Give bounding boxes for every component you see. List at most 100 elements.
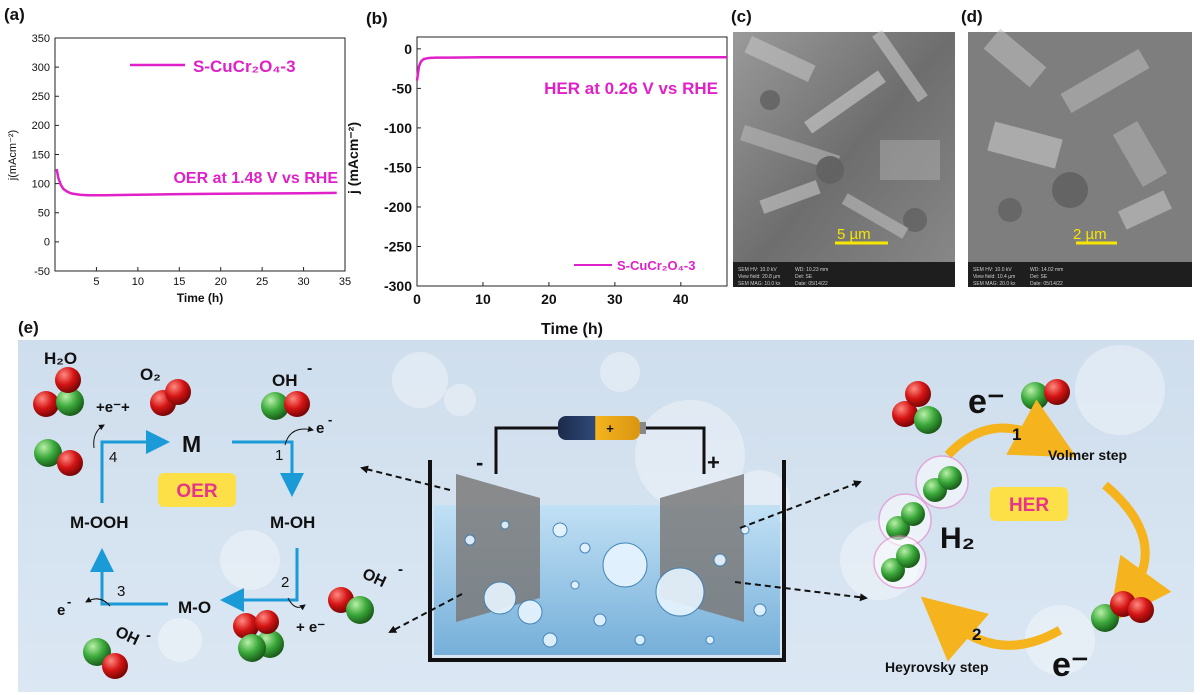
her-arrow-right [1102, 481, 1172, 625]
y-tick-label: -50 [392, 80, 412, 96]
x-tick-label: 20 [541, 291, 557, 307]
her-arrow-volmer [944, 399, 1077, 459]
ylabel-b: j (mAcm⁻²) [345, 122, 361, 195]
her-badge-label: HER [1009, 495, 1049, 516]
oer-step-1: 1 [275, 447, 283, 464]
label-e-step3-minus: - [67, 594, 71, 609]
sem-meta-d-5: Date: 05/14/22 [1030, 281, 1063, 287]
y-tick-label: 0 [404, 41, 412, 57]
x-tick-label: 0 [413, 291, 421, 307]
oer-arrow-step1 [232, 440, 304, 497]
sem-footer-c [733, 262, 955, 287]
sem-texture-d [983, 28, 1172, 230]
xlabel-a: Time (h) [177, 291, 223, 305]
y-tick-label: 200 [32, 120, 50, 132]
annotation-a: OER at 1.48 V vs RHE [173, 170, 338, 187]
molecule-h2o-her-top-left [892, 381, 942, 434]
anode-sign: + [707, 450, 720, 475]
y-tick-label: 100 [32, 178, 50, 190]
species-m-ooh: M-OOH [70, 513, 129, 532]
annotation-b: HER at 0.26 V vs RHE [544, 79, 718, 98]
plot-frame-b [416, 36, 728, 287]
y-tick-label: 250 [32, 91, 50, 103]
sem-meta-d-0: SEM HV: 10.0 kV [973, 267, 1012, 273]
her-electron-top: e⁻ [968, 383, 1005, 421]
x-tick-label: 10 [132, 276, 144, 288]
oer-arrow-step3 [90, 548, 168, 606]
x-tick-label: 30 [607, 291, 623, 307]
species-m-o: M-O [178, 598, 211, 617]
pointer-arrow-oer-top [360, 465, 451, 491]
label-oh-top-minus: - [307, 360, 312, 377]
sem-texture-c [739, 29, 940, 239]
wire-left [494, 426, 560, 474]
cell-container [428, 460, 786, 662]
legend-label-a: S-CuCr₂O₄-3 [193, 57, 296, 76]
sem-meta-d-2: View field: 10.4 µm [973, 274, 1015, 280]
oer-step-3: 3 [117, 583, 125, 600]
sem-meta-d-4: SEM MAG: 20.0 kx [973, 281, 1016, 287]
y-tick-label: 300 [32, 62, 50, 74]
oer-step-2: 2 [281, 574, 289, 591]
electrolysis-cell: + - + [428, 416, 786, 662]
sem-meta-c-3: Det: SE [795, 274, 813, 280]
species-m: M [182, 431, 201, 457]
side-arrow-2 [287, 597, 306, 611]
y-tick-label: -50 [34, 266, 50, 278]
x-tick-label: 15 [173, 276, 185, 288]
her-h2-label: H₂ [940, 522, 975, 555]
sem-meta-c-1: WD: 10.23 mm [795, 267, 828, 273]
y-tick-label: -200 [384, 199, 412, 215]
series-line-a [55, 168, 337, 197]
her-badge [990, 487, 1068, 521]
label-o2: O₂ [140, 365, 161, 384]
label-plus-e: + e⁻ [296, 619, 325, 636]
label-oh-bottom-minus: - [146, 627, 151, 644]
her-step-1: 1 [1012, 425, 1021, 444]
sem-meta-c-0: SEM HV: 10.0 kV [738, 267, 777, 273]
molecule-oh-right [328, 587, 374, 624]
x-tick-label: 5 [93, 276, 99, 288]
x-tick-label: 20 [215, 276, 227, 288]
label-e-pair: +e⁻+ [96, 399, 130, 416]
y-tick-label: 0 [44, 237, 50, 249]
oer-badge-label: OER [176, 481, 217, 502]
side-arrow-4 [93, 424, 105, 449]
scale-label-d: 2 µm [1073, 226, 1107, 243]
y-tick-label: -250 [384, 238, 412, 254]
ylabel-a: j(mAcm⁻²) [7, 130, 19, 181]
pointer-arrow-oer-bottom [388, 593, 463, 633]
label-oh-right-minus: - [398, 561, 403, 578]
y-tick-label: -150 [384, 159, 412, 175]
label-h2o: H₂O [44, 349, 77, 368]
x-tick-label: 10 [475, 291, 491, 307]
xlabel-b: Time (h) [541, 321, 603, 338]
molecule-oh-top [261, 391, 310, 420]
y-tick-label: 50 [38, 208, 50, 220]
her-arrow-heyrovsky [920, 596, 1063, 662]
legend-label-b: S-CuCr₂O₄-3 [617, 258, 695, 273]
scale-label-c: 5 µm [837, 226, 871, 243]
x-tick-label: 25 [256, 276, 268, 288]
x-tick-label: 30 [297, 276, 309, 288]
sem-meta-c-2: View field: 20.8 µm [738, 274, 780, 280]
panel-label-c: (c) [731, 7, 752, 26]
her-volmer-label: Volmer step [1048, 447, 1127, 463]
molecule-oh-left [34, 439, 83, 476]
y-tick-label: 150 [32, 149, 50, 161]
sem-footer-d [968, 262, 1192, 287]
cathode-sign: - [476, 450, 483, 475]
panel-e: OER M M-OH M-O M-OOH 1 2 3 4 H₂O O₂ +e⁻+… [18, 340, 1194, 692]
molecule-h2o [33, 367, 84, 417]
oer-step-4: 4 [109, 449, 117, 466]
panel-d: (d) 2 µm SEM HV: 10.0 kV WD: 14.02 mm Vi… [961, 7, 1192, 287]
panel-c: (c) 5 µm SEM HV: 10.0 kV WD: 10.23 mm Vi… [731, 7, 955, 287]
battery-terminal [640, 422, 646, 434]
sem-meta-d-3: Det: SE [1030, 274, 1048, 280]
oer-arrow-step2 [220, 548, 299, 612]
molecule-h2o-her-bottom [1091, 591, 1154, 632]
oer-badge [158, 473, 236, 507]
